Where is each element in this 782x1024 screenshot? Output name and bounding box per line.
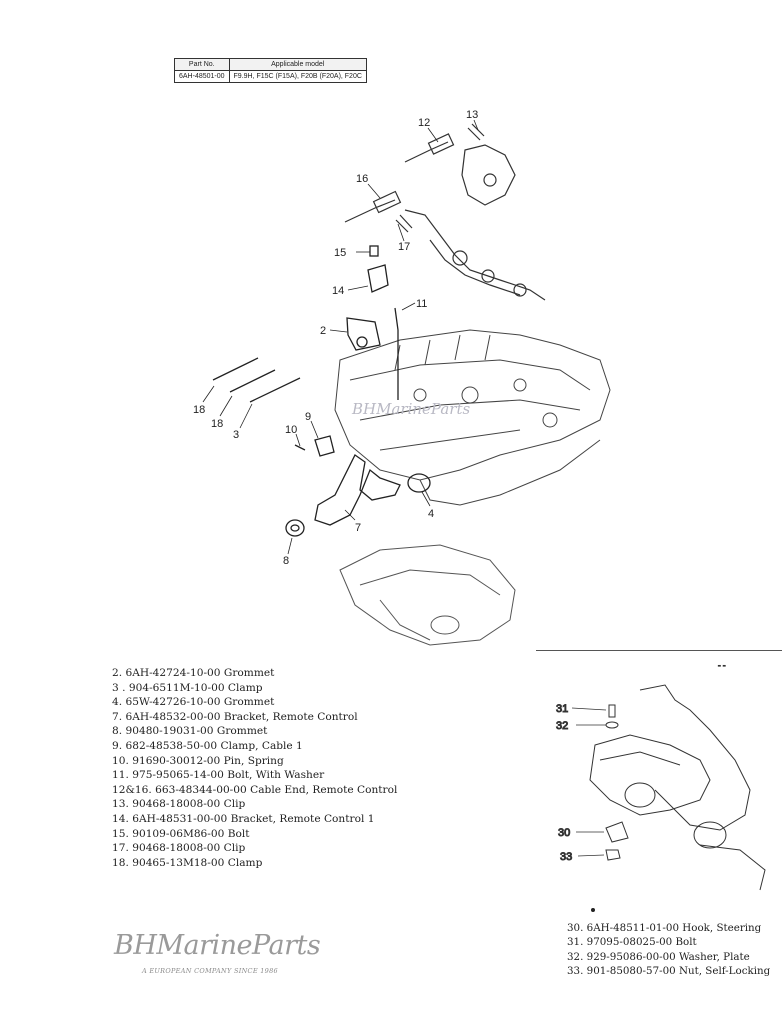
callout-18-a: 18 bbox=[193, 404, 205, 416]
list-item: 13. 90468-18008-00 Clip bbox=[112, 798, 246, 811]
list-item: 17. 90468-18008-00 Clip bbox=[112, 842, 246, 855]
part-no-cell: 6AH-48501-00 bbox=[174, 70, 230, 83]
list-item: 18. 90465-13M18-00 Clamp bbox=[112, 856, 263, 869]
callout-18-b: 18 bbox=[211, 418, 223, 430]
applicable-model-cell: F9.9H, F15C (F15A), F20B (F20A), F20C bbox=[228, 70, 367, 83]
callout-16: 16 bbox=[356, 173, 368, 185]
callout-17: 17 bbox=[398, 241, 410, 253]
list-item: 2. 6AH-42724-10-00 Grommet bbox=[112, 667, 275, 679]
bracket-parts bbox=[212, 245, 431, 537]
list-item: 11. 975-95065-14-00 Bolt, With Washer bbox=[112, 769, 325, 782]
list-item: 33. 901-85080-57-00 Nut, Self-Locking bbox=[567, 964, 771, 977]
model-table-header-row: Part No. Applicable model bbox=[174, 58, 367, 71]
list-item: 32. 929-95086-00-00 Washer, Plate bbox=[567, 950, 750, 963]
callout-30: 30 bbox=[558, 827, 570, 839]
callout-8: 8 bbox=[283, 555, 289, 567]
list-item: 10. 91690-30012-00 Pin, Spring bbox=[112, 754, 284, 767]
leader-lines bbox=[202, 119, 479, 555]
callout-31: 31 bbox=[556, 703, 568, 715]
steering-parts-list: 30. 6AH-48511-01-00 Hook, Steering 31. 9… bbox=[567, 921, 770, 978]
list-item: 3 . 904-6511M-10-00 Clamp bbox=[112, 681, 263, 694]
callout-12: 12 bbox=[418, 117, 430, 129]
brand-tagline: A EUROPEAN COMPANY SINCE 1986 bbox=[142, 967, 278, 975]
callout-3: 3 bbox=[233, 429, 239, 441]
steering-hook-inset: - - 31 32 30 33 bbox=[556, 661, 766, 891]
callout-14: 14 bbox=[332, 285, 344, 297]
callout-11: 11 bbox=[416, 298, 427, 310]
model-table-row: 6AH-48501-00 F9.9H, F15C (F15A), F20B (F… bbox=[174, 70, 367, 83]
list-item: 4. 65W-42726-10-00 Grommet bbox=[112, 696, 275, 709]
applicable-model-header: Applicable model bbox=[228, 58, 367, 71]
list-item: 7. 6AH-48532-00-00 Bracket, Remote Contr… bbox=[112, 710, 358, 723]
list-item: 31. 97095-08025-00 Bolt bbox=[567, 936, 697, 949]
inset-corner-label: - - bbox=[718, 661, 726, 670]
list-item: 15. 90109-06M86-00 Bolt bbox=[112, 827, 250, 840]
inset-divider bbox=[536, 650, 782, 651]
callout-15: 15 bbox=[334, 247, 346, 259]
parts-list: 2. 6AH-42724-10-00 Grommet 3 . 904-6511M… bbox=[112, 666, 397, 870]
list-item: 8. 90480-19031-00 Grommet bbox=[112, 725, 268, 738]
engine-bracket-outline bbox=[334, 329, 611, 506]
list-item: 12&16. 663-48344-00-00 Cable End, Remote… bbox=[112, 783, 398, 796]
part-no-header: Part No. bbox=[174, 58, 230, 71]
callout-10: 10 bbox=[285, 424, 297, 436]
list-item: 30. 6AH-48511-01-00 Hook, Steering bbox=[567, 922, 762, 934]
watermark-text: BHMarineParts bbox=[352, 400, 471, 418]
callout-13: 13 bbox=[466, 109, 478, 121]
callout-32: 32 bbox=[556, 720, 568, 732]
bullet-dot bbox=[591, 908, 595, 912]
callout-4: 4 bbox=[428, 508, 434, 520]
main-callout-labels: 12 13 16 15 17 14 11 2 18 18 3 10 9 7 4 … bbox=[193, 109, 478, 567]
callout-2: 2 bbox=[320, 325, 326, 337]
brand-logo: BHMarineParts bbox=[114, 930, 321, 961]
cable-end-assembly bbox=[344, 123, 546, 301]
applicable-model-table: Part No. Applicable model 6AH-48501-00 F… bbox=[174, 58, 367, 83]
callout-7: 7 bbox=[355, 522, 361, 534]
list-item: 14. 6AH-48531-00-00 Bracket, Remote Cont… bbox=[112, 812, 375, 825]
lower-bracket-outline bbox=[339, 544, 516, 646]
list-item: 9. 682-48538-50-00 Clamp, Cable 1 bbox=[112, 739, 303, 752]
callout-9: 9 bbox=[305, 411, 311, 423]
callout-33: 33 bbox=[560, 851, 572, 863]
